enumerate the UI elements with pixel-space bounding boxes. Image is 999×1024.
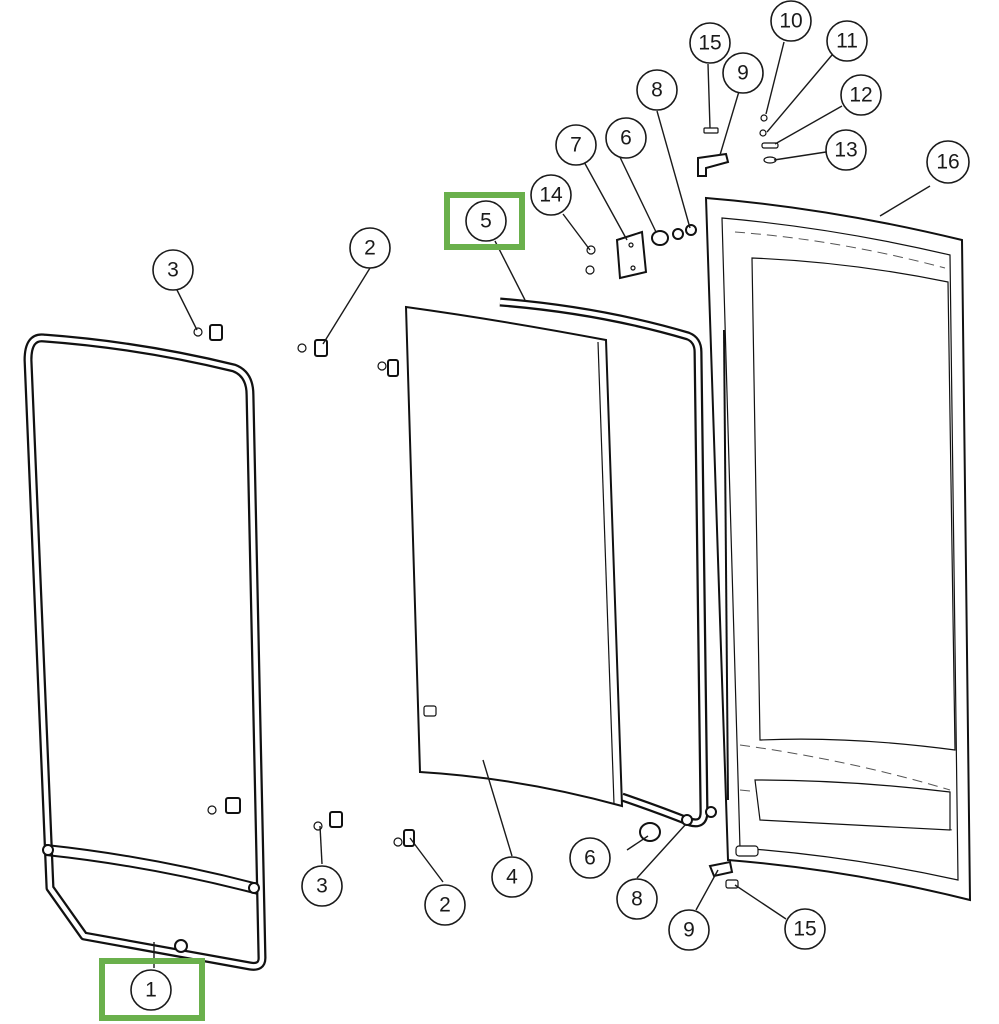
hardware-parts (193, 114, 779, 889)
callout-2-top-label: 2 (364, 237, 376, 260)
callout-3-top: 3 (152, 249, 194, 291)
callout-9-bottom: 9 (668, 909, 710, 951)
callout-11: 11 (826, 20, 868, 62)
callout-6-bottom-label: 6 (584, 847, 596, 870)
callout-10: 10 (770, 0, 812, 42)
callout-3-bottom: 3 (301, 865, 343, 907)
callout-6-bottom: 6 (569, 837, 611, 879)
callout-13-label: 13 (834, 139, 857, 162)
callout-5: 5 (465, 200, 507, 242)
callout-3-bottom-label: 3 (316, 875, 328, 898)
callout-4: 4 (491, 856, 533, 898)
callout-15-top: 15 (689, 22, 731, 64)
leader-lines (153, 41, 931, 968)
callout-8-top-label: 8 (651, 79, 663, 102)
callout-8-top: 8 (636, 69, 678, 111)
callout-8-bottom: 8 (616, 878, 658, 920)
callout-4-label: 4 (506, 866, 518, 889)
callout-12: 12 (840, 74, 882, 116)
highlight-box-part-5 (444, 192, 525, 250)
callout-6-top-label: 6 (620, 127, 632, 150)
callout-2-bottom-label: 2 (439, 894, 451, 917)
callout-16-label: 16 (936, 151, 959, 174)
callout-15-bottom-label: 15 (793, 918, 816, 941)
callout-13: 13 (825, 129, 867, 171)
callout-1: 1 (130, 969, 172, 1011)
callout-16: 16 (926, 140, 970, 184)
callout-9-top: 9 (722, 52, 764, 94)
callout-6-top: 6 (605, 117, 647, 159)
callout-2-top: 2 (349, 227, 391, 269)
part-4-glass-panel (404, 305, 624, 808)
callout-8-bottom-label: 8 (631, 888, 643, 911)
callout-5-label: 5 (480, 210, 492, 233)
callout-12-label: 12 (849, 84, 872, 107)
callout-14: 14 (530, 174, 572, 216)
part-16-door-frame (704, 196, 972, 902)
callout-15-top-label: 15 (698, 32, 721, 55)
highlight-box-part-1 (99, 958, 205, 1021)
callout-15-bottom: 15 (784, 908, 826, 950)
callout-7-label: 7 (570, 134, 582, 157)
callout-11-label: 11 (836, 30, 858, 53)
callout-3-top-label: 3 (167, 259, 179, 282)
callout-2-bottom: 2 (424, 884, 466, 926)
callout-1-label: 1 (145, 979, 157, 1002)
callout-7: 7 (555, 124, 597, 166)
callout-10-label: 10 (779, 10, 802, 33)
callout-9-top-label: 9 (737, 62, 749, 85)
callout-14-label: 14 (539, 184, 563, 207)
part-1-outer-door (23, 333, 267, 971)
part-5-gasket (499, 297, 709, 828)
callout-9-bottom-label: 9 (683, 919, 695, 942)
